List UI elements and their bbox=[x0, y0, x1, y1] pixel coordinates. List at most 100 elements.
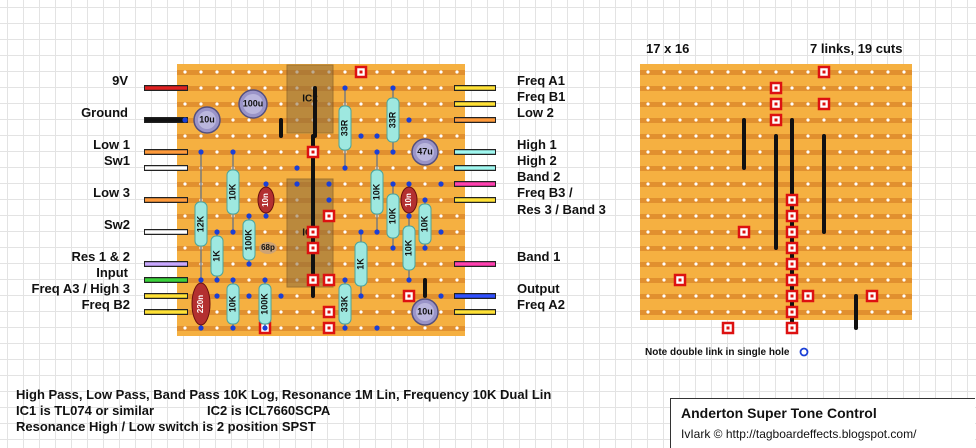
cut-board-hole bbox=[854, 246, 858, 250]
resistor-100k-a bbox=[242, 219, 256, 261]
cut-board-hole bbox=[902, 118, 906, 122]
cut-board-hole bbox=[774, 294, 778, 298]
component-board-hole bbox=[279, 326, 283, 330]
solder-point bbox=[438, 293, 444, 299]
component-board-hole bbox=[263, 262, 267, 266]
cut-board bbox=[640, 64, 912, 357]
resistor-1k-a-label: 1K bbox=[211, 250, 221, 262]
cut-board-hole bbox=[774, 262, 778, 266]
component-board-hole bbox=[439, 246, 443, 250]
component-board-hole bbox=[439, 102, 443, 106]
component-board-hole bbox=[343, 182, 347, 186]
component-board-hole bbox=[231, 118, 235, 122]
component-board-hole bbox=[439, 166, 443, 170]
cut-center bbox=[359, 70, 363, 74]
component-board-hole bbox=[279, 230, 283, 234]
cut-board-hole bbox=[902, 86, 906, 90]
solder-point bbox=[342, 165, 348, 171]
resistor-33r-b-label: 33R bbox=[387, 111, 397, 128]
cut-board-hole bbox=[758, 134, 762, 138]
component-board-hole bbox=[439, 70, 443, 74]
cut-board-hole bbox=[870, 102, 874, 106]
cut-board-hole bbox=[870, 118, 874, 122]
cut-board-hole bbox=[822, 310, 826, 314]
component-board-hole bbox=[343, 246, 347, 250]
cut-board-hole bbox=[710, 86, 714, 90]
component-board-hole bbox=[439, 134, 443, 138]
cut-board-hole bbox=[870, 150, 874, 154]
cut-board-hole bbox=[774, 278, 778, 282]
component-board-hole bbox=[295, 150, 299, 154]
resistor-33k bbox=[338, 283, 352, 325]
cut-board-hole bbox=[902, 102, 906, 106]
component-board-hole bbox=[215, 182, 219, 186]
component-board-hole bbox=[263, 150, 267, 154]
cut-board-hole bbox=[902, 70, 906, 74]
component-board-hole bbox=[183, 326, 187, 330]
cut-board-hole bbox=[742, 86, 746, 90]
component-board-hole bbox=[455, 278, 459, 282]
component-board-hole bbox=[407, 134, 411, 138]
cut-center bbox=[774, 118, 778, 122]
cut-board-hole bbox=[806, 198, 810, 202]
component-board-hole bbox=[407, 326, 411, 330]
component-board-hole bbox=[263, 118, 267, 122]
resistor-12k-label: 12K bbox=[195, 215, 205, 232]
component-board-hole bbox=[455, 246, 459, 250]
solder-point bbox=[390, 181, 396, 187]
component-board-hole bbox=[359, 166, 363, 170]
label-low-1: Low 1 bbox=[93, 137, 130, 152]
cut-center bbox=[327, 310, 331, 314]
cut-board-hole bbox=[694, 166, 698, 170]
cut-board-hole bbox=[678, 198, 682, 202]
cut-board-hole bbox=[710, 150, 714, 154]
label-band-2: Band 2 bbox=[517, 169, 561, 184]
component-board-hole bbox=[279, 166, 283, 170]
cut-board-hole bbox=[758, 310, 762, 314]
capacitor-47u-label: 47u bbox=[417, 146, 433, 156]
cut-board-hole bbox=[662, 70, 666, 74]
component-board-hole bbox=[327, 166, 331, 170]
cut-center bbox=[327, 214, 331, 218]
capacitor-10u-bottom-top bbox=[416, 303, 434, 321]
component-board-hole bbox=[215, 214, 219, 218]
component-board-hole bbox=[439, 310, 443, 314]
solder-point bbox=[422, 197, 428, 203]
cut-board-hole bbox=[710, 310, 714, 314]
cut-board-hole bbox=[806, 230, 810, 234]
cut-center bbox=[806, 294, 810, 298]
component-board-hole bbox=[215, 326, 219, 330]
solder-point bbox=[326, 181, 332, 187]
cut-board-hole bbox=[646, 150, 650, 154]
component-board-hole bbox=[375, 70, 379, 74]
capacitor-10n-b-label: 10n bbox=[404, 193, 413, 207]
label-ground: Ground bbox=[81, 105, 128, 120]
resistor-33k-label: 33K bbox=[339, 295, 349, 312]
cut-board-hole bbox=[886, 294, 890, 298]
cut-board-hole bbox=[838, 262, 842, 266]
component-board-hole bbox=[183, 70, 187, 74]
component-board-hole bbox=[439, 86, 443, 90]
component-board-hole bbox=[359, 150, 363, 154]
cut-board-hole bbox=[662, 150, 666, 154]
cut-center bbox=[774, 86, 778, 90]
cut-board-hole bbox=[726, 214, 730, 218]
component-board-hole bbox=[455, 326, 459, 330]
component-board-hole bbox=[247, 278, 251, 282]
component-board-strip bbox=[177, 326, 465, 331]
resistor-10k-a bbox=[226, 169, 240, 215]
component-board-hole bbox=[407, 166, 411, 170]
solder-point bbox=[390, 85, 396, 91]
cut-board-hole bbox=[758, 150, 762, 154]
solder-point bbox=[214, 293, 220, 299]
component-board-hole bbox=[375, 118, 379, 122]
solder-point bbox=[390, 245, 396, 251]
component-board-hole bbox=[247, 198, 251, 202]
component-board-hole bbox=[391, 278, 395, 282]
cut-board-hole bbox=[646, 262, 650, 266]
component-board-hole bbox=[295, 326, 299, 330]
component-board-hole bbox=[295, 294, 299, 298]
cut-board-hole bbox=[758, 70, 762, 74]
resistor-1k-b-label: 1K bbox=[355, 258, 365, 270]
cut-board-hole bbox=[838, 150, 842, 154]
